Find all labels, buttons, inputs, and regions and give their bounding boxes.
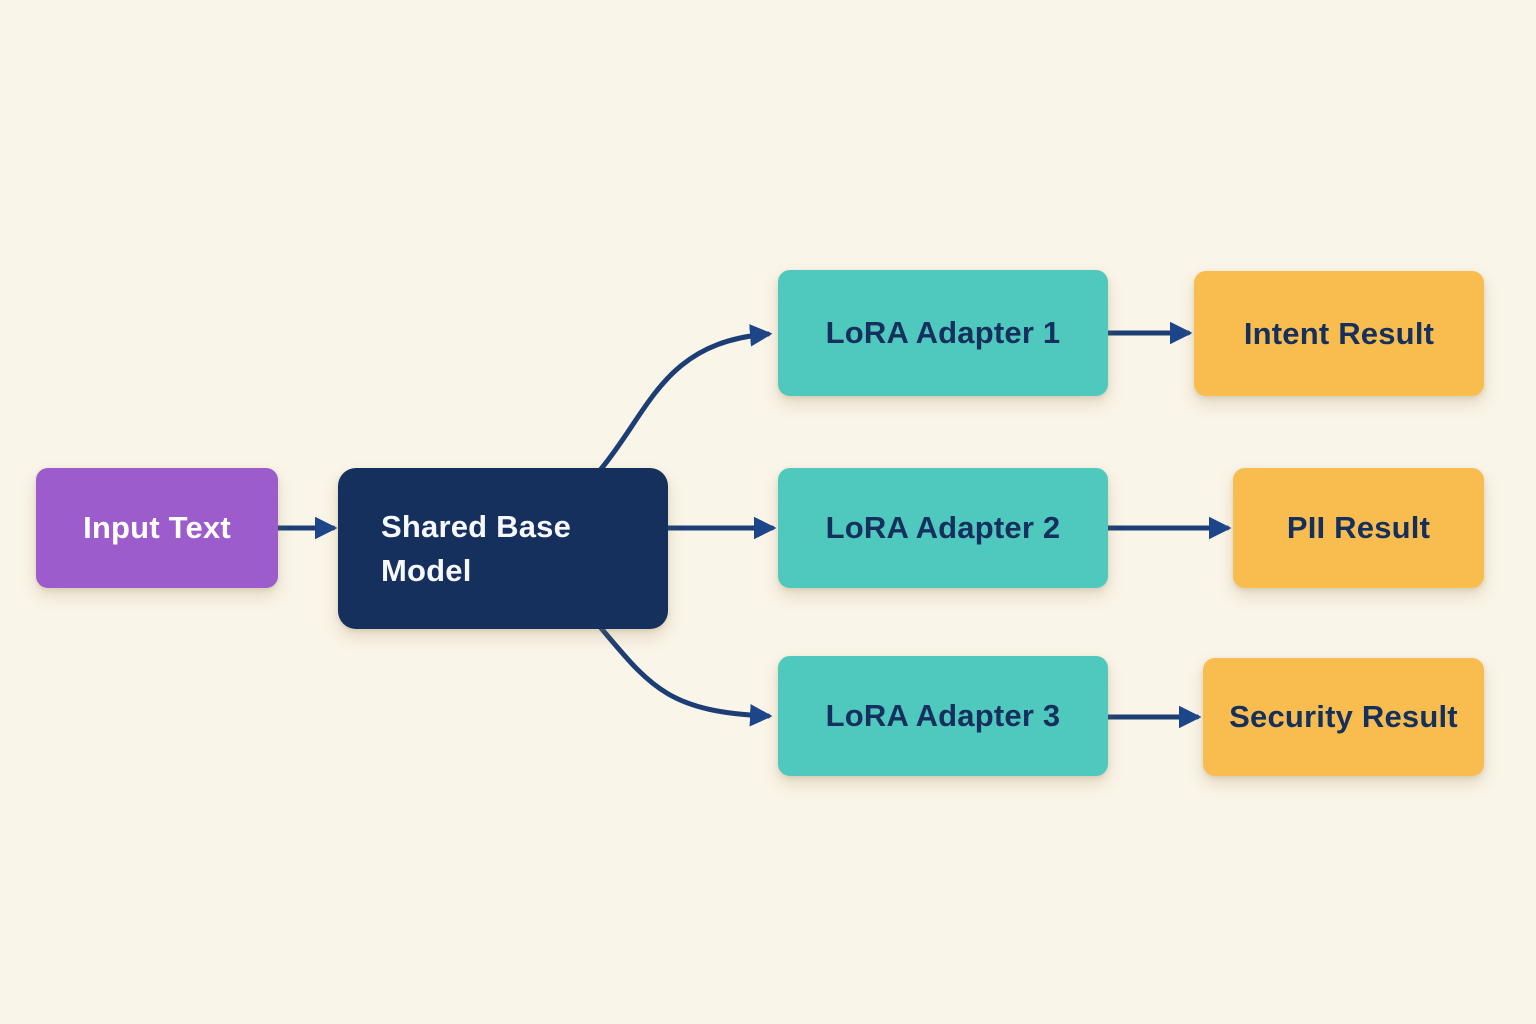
node-label: PII Result [1286,510,1431,546]
node-security-result: Security Result [1203,658,1484,776]
node-pii-result: PII Result [1233,468,1484,588]
edge-base-to-adapter3 [598,625,773,727]
node-label: Intent Result [1243,315,1435,351]
node-label: Security Result [1229,699,1458,735]
node-label: Input Text [83,510,231,546]
edge-base-to-adapter1 [598,324,773,472]
node-lora-adapter-1: LoRA Adapter 1 [778,270,1108,396]
node-lora-adapter-3: LoRA Adapter 3 [778,656,1108,776]
node-label: LoRA Adapter 3 [825,698,1061,734]
node-lora-adapter-2: LoRA Adapter 2 [778,468,1108,588]
node-shared-base-model: Shared Base Model [338,468,668,629]
node-label: Shared Base Model [381,509,572,588]
node-label: LoRA Adapter 2 [825,510,1061,546]
node-label: LoRA Adapter 1 [825,315,1061,351]
node-intent-result: Intent Result [1194,271,1484,396]
node-input-text: Input Text [36,468,278,588]
